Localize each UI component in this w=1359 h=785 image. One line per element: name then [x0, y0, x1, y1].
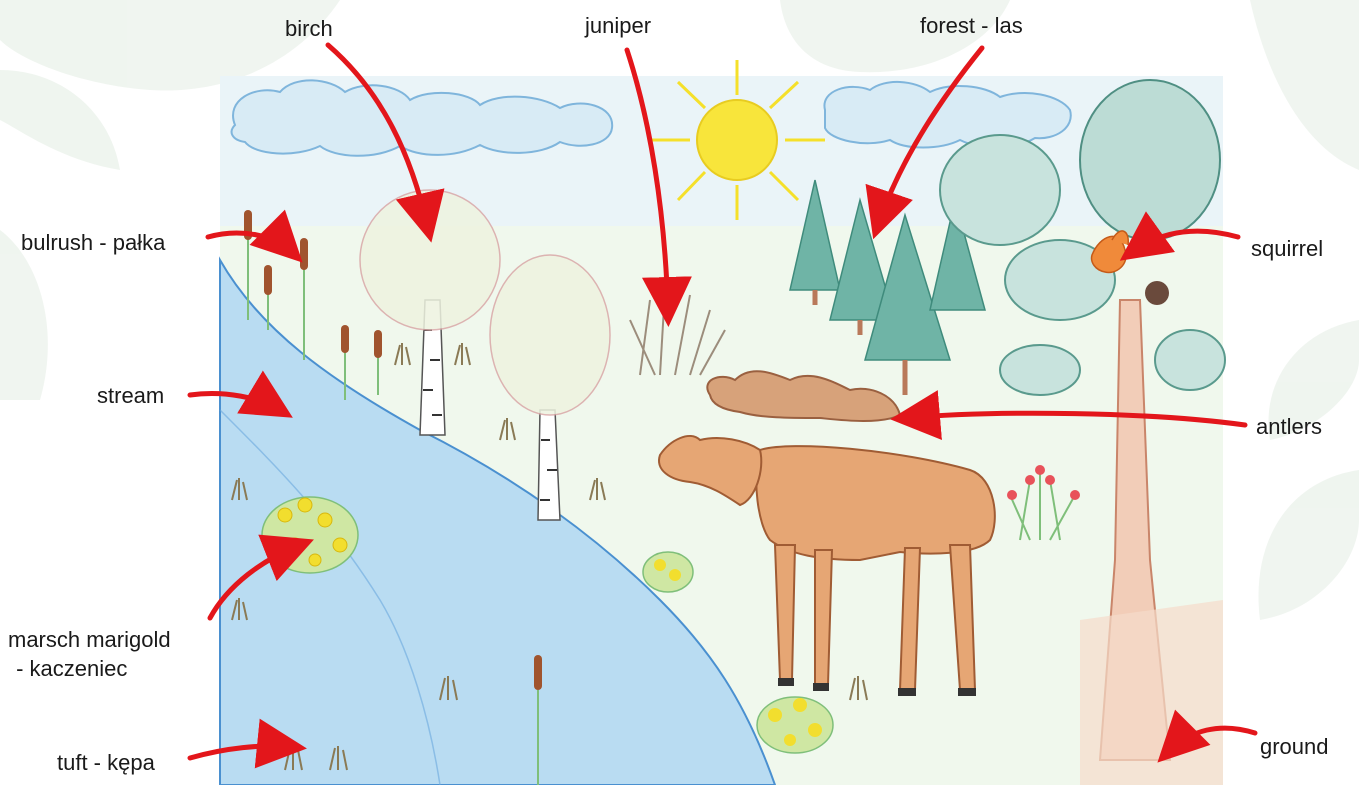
ground-patch	[1080, 600, 1223, 785]
label-squirrel: squirrel	[1251, 236, 1323, 262]
drawing-scene	[220, 60, 1225, 785]
label-stream: stream	[97, 383, 164, 409]
label-juniper: juniper	[585, 13, 651, 39]
label-marigold-line2: - kaczeniec	[10, 656, 127, 682]
label-tuft: tuft - kępa	[57, 750, 155, 776]
label-antlers: antlers	[1256, 414, 1322, 440]
label-bulrush: bulrush - pałka	[21, 230, 165, 256]
label-ground: ground	[1260, 734, 1329, 760]
label-marigold-line1: marsch marigold	[8, 627, 171, 653]
label-birch: birch	[285, 16, 333, 42]
label-forest: forest - las	[920, 13, 1023, 39]
